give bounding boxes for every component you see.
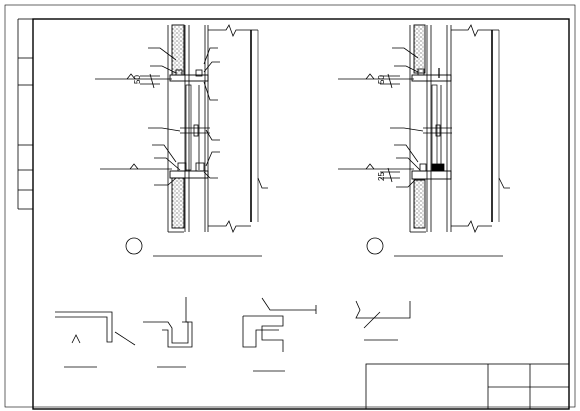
dim-text-right-bottom: 25 (377, 172, 386, 181)
section-marker-left (125, 237, 143, 255)
sheet-border (4, 4, 576, 410)
wall-detail-left (95, 24, 268, 257)
section-marker-right (366, 237, 384, 255)
insulation-panel-lower (171, 177, 185, 229)
dim-text-left-top: 50 (133, 75, 142, 84)
profile-detail-2 (143, 297, 193, 368)
profile-detail-3 (242, 297, 317, 372)
insulation-panel-upper-right (413, 24, 426, 74)
glass-pane (185, 84, 192, 171)
insulation-panel-lower-right (413, 179, 426, 229)
dim-text-right-top: 50 (377, 75, 386, 84)
profile-detail-1 (55, 311, 136, 368)
insulation-panel-upper (171, 24, 185, 76)
profile-detail-4 (355, 300, 411, 341)
title-block (365, 363, 570, 410)
wall-detail-right (338, 24, 510, 257)
